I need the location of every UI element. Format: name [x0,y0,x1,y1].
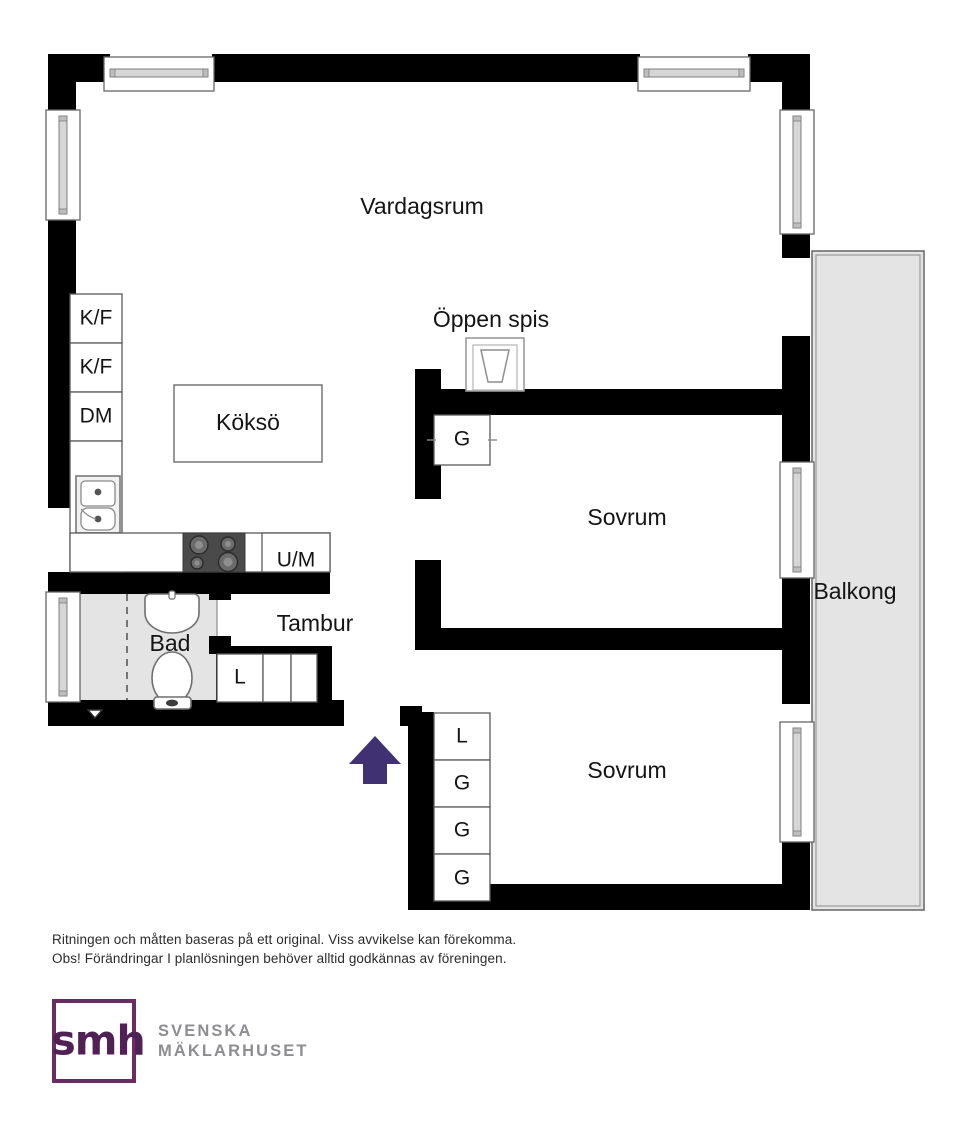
closets [216,414,497,902]
balcony-door-living [779,109,815,235]
bathroom-fixtures [86,590,200,720]
fixture-label-koksö: Köksö [216,409,280,435]
toilet-icon [151,651,193,710]
floor-drain-icon [86,709,104,720]
fixture-label-g2-sovrum2: G [454,819,470,842]
fixture-label-kf-lower: K/F [80,356,113,379]
room-label-oppen-spis: Öppen spis [433,306,549,332]
window-top-left [103,56,215,92]
brand-wordmark: SVENSKA MÄKLARHUSET [158,1021,309,1061]
window-top-right [637,56,751,92]
closet-g-sovrum1 [427,414,497,466]
balcony-door-bedroom-2 [779,721,815,843]
fixture-label-l-sovrum2: L [456,725,468,748]
fixture-label-um: U/M [277,549,316,572]
kitchen-fittings [69,293,331,573]
balcony-door-bedroom-1 [779,461,815,579]
windows [45,56,815,843]
disclaimer-line-2: Obs! Förändringar I planlösningen behöve… [52,951,507,966]
disclaimer-line-1: Ritningen och måtten baseras på ett orig… [52,932,517,947]
room-label-tambur: Tambur [277,610,354,636]
brand-logo: smh SVENSKA MÄKLARHUSET [51,999,932,1083]
fixture-label-g-sovrum1: G [454,428,470,451]
fireplace-icon [465,337,525,392]
window-left [45,109,81,221]
room-label-bad: Bad [150,630,191,656]
footer: Ritningen och måtten baseras på ett orig… [51,930,932,1083]
room-label-vardagsrum: Vardagsrum [360,193,484,219]
kitchen-sink-icon [75,475,121,534]
window-bathroom [45,591,81,703]
fixture-label-dm: DM [80,405,113,428]
fixture-label-l-tambur: L [234,666,246,689]
fixture-label-g3-sovrum2: G [454,867,470,890]
closet-stack-sovrum2 [433,712,491,902]
fixture-label-kf-upper: K/F [80,307,113,330]
entrance-arrow-icon [349,736,401,784]
disclaimer-text: Ritningen och måtten baseras på ett orig… [52,930,932,968]
brand-wordmark-line-1: SVENSKA [158,1022,253,1040]
fixture-label-g1-sovrum2: G [454,772,470,795]
stove-icon [182,532,246,573]
bathroom-sink-icon [144,590,200,634]
balcony-area [811,250,925,911]
room-label-sovrum-2: Sovrum [587,757,666,783]
room-label-balkong: Balkong [813,578,896,604]
brand-wordmark-line-2: MÄKLARHUSET [158,1042,309,1060]
floor-plan-canvas: Vardagsrum Öppen spis Sovrum Sovrum Tamb… [45,54,925,911]
smh-logo-text: smh [51,1016,145,1065]
closet-l-tambur [216,653,318,703]
smh-logo-mark: smh [51,999,146,1083]
room-label-sovrum-1: Sovrum [587,504,666,530]
